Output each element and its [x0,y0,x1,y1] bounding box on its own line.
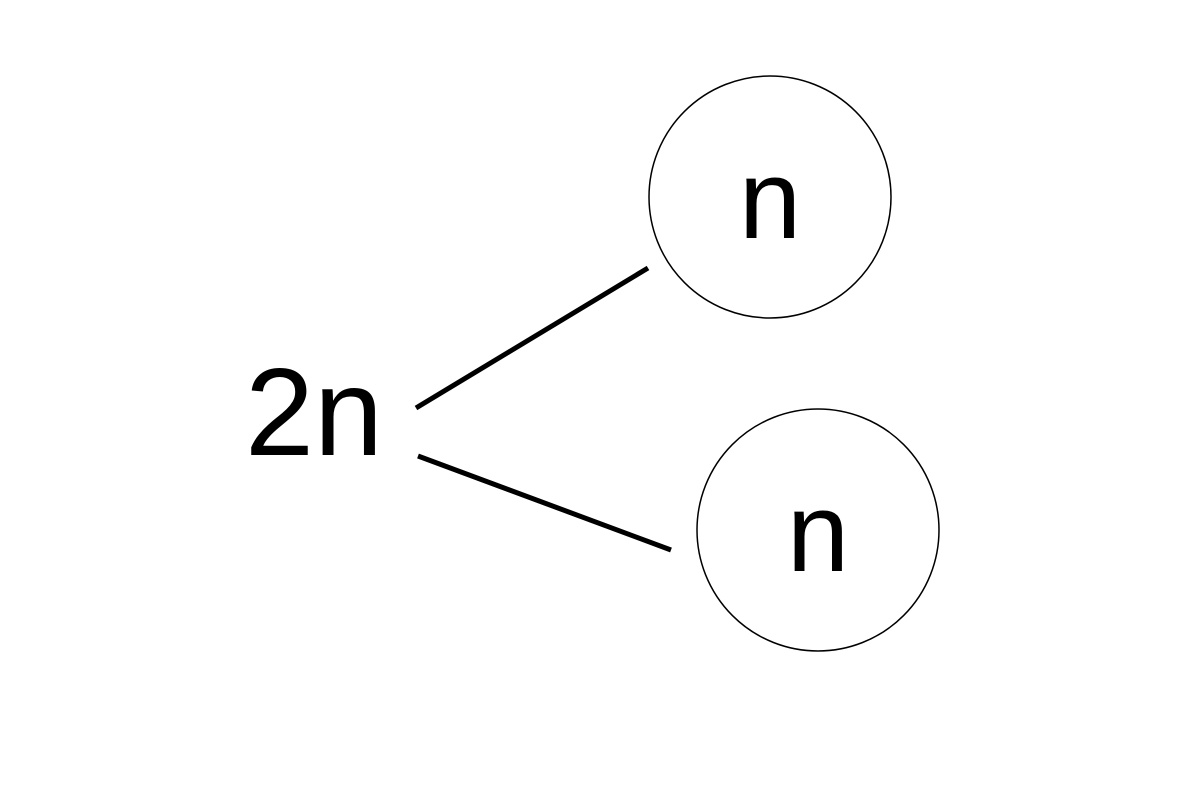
edge-to-bottom-child [417,453,672,553]
child-node-top: n [648,75,892,319]
child-node-top-label: n [739,137,801,262]
child-node-bottom-circle [696,408,940,652]
root-node-label: 2n [245,344,383,482]
child-node-top-circle [648,75,892,319]
child-node-bottom: n [696,408,940,652]
edge-to-top-child [414,265,650,411]
child-node-bottom-label: n [787,470,849,595]
